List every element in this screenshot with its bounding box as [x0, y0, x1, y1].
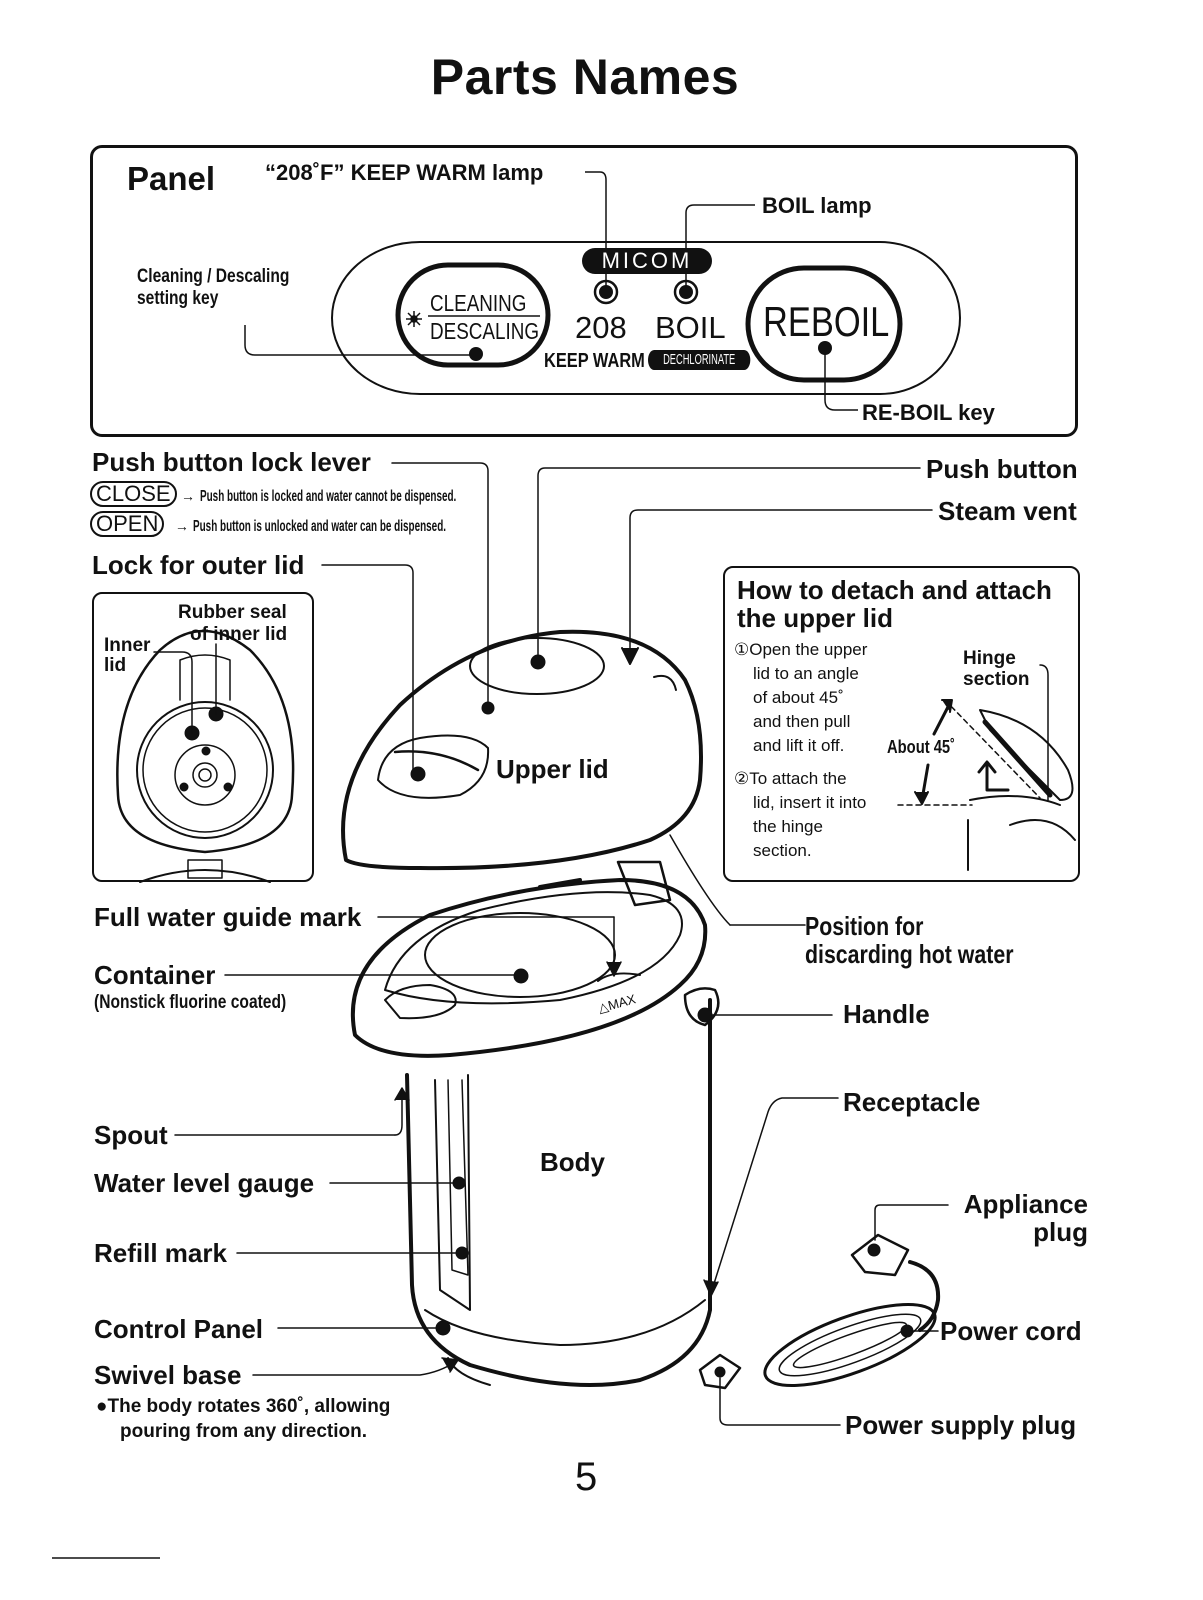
cleaning-key-label-line1: Cleaning / Descaling [137, 266, 290, 287]
steam-vent-label: Steam vent [938, 496, 1077, 526]
arrow-right-icon: → [174, 518, 189, 534]
cleaning-button-top[interactable]: CLEANING [430, 290, 527, 316]
step2-line: ②To attach the [734, 769, 847, 788]
close-state-pill: CLOSE [90, 481, 177, 507]
cleaning-key-label-line2: setting key [137, 288, 219, 309]
keep-warm-text: KEEP WARM [544, 350, 645, 372]
rubber-seal-line1: Rubber seal [178, 602, 287, 623]
dechlorinate-badge: DECHLORINATE [648, 350, 751, 370]
open-state-pill: OPEN [90, 511, 165, 537]
step1-line: and lift it off. [753, 736, 845, 755]
max-mark: △MAX [596, 991, 638, 1016]
arrow-right-icon: → [181, 488, 196, 504]
container-label: Container [94, 960, 216, 990]
angle-label: About 45˚ [887, 737, 956, 757]
close-state-description: Push button is locked and water cannot b… [199, 488, 456, 505]
step2-line: the hinge [753, 817, 823, 836]
detach-heading-line1: How to detach and attach [737, 575, 1052, 605]
appliance-plug-line1: Appliance [963, 1189, 1088, 1219]
rubber-seal-label: Rubber seal of inner lid [178, 602, 287, 646]
swivel-note-line2: pouring from any direction. [120, 1421, 368, 1442]
panel-section [90, 145, 1078, 437]
cleaning-button-bottom[interactable]: DESCALING [430, 318, 540, 344]
discard-position-line2: discarding hot water [805, 939, 1014, 969]
hinge-section-label: Hinge section [963, 648, 1030, 690]
keep-warm-temp: 208 [575, 310, 627, 345]
hinge-line2: section [963, 669, 1030, 690]
page-number: 5 [575, 1455, 598, 1499]
detach-step1: ①Open the upper lid to an angle of about… [734, 638, 867, 758]
lock-lever-label: Push button lock lever [92, 447, 371, 477]
inner-lid-line2: lid [104, 655, 127, 676]
handle-label: Handle [843, 999, 930, 1029]
full-water-guide-mark-label: Full water guide mark [94, 902, 362, 932]
page-title: Parts Names [430, 49, 740, 105]
keep-warm-lamp-label: “208˚F” KEEP WARM lamp [265, 160, 544, 185]
swivel-note-line1: ●The body rotates 360˚, allowing [96, 1396, 391, 1417]
hinge-line1: Hinge [963, 648, 1016, 669]
control-panel-label: Control Panel [94, 1314, 264, 1344]
inner-lid-label: Inner lid [104, 636, 150, 676]
container-note: (Nonstick fluorine coated) [94, 992, 287, 1013]
step1-line: of about 45˚ [753, 688, 844, 707]
power-cord-label: Power cord [940, 1316, 1082, 1346]
step2-line: section. [753, 841, 812, 860]
boil-text: BOIL [655, 310, 726, 345]
panel-heading: Panel [127, 160, 216, 197]
push-button-label: Push button [926, 454, 1078, 484]
discard-position-label: Position for discarding hot water [805, 912, 1013, 968]
appliance-plug-label: Appliance plug [930, 1190, 1088, 1246]
reboil-key-label: RE-BOIL key [862, 400, 995, 425]
rubber-seal-line2: of inner lid [190, 624, 288, 645]
refill-mark-label: Refill mark [94, 1238, 227, 1268]
step1-line: ①Open the upper [734, 640, 868, 659]
step2-line: lid, insert it into [753, 793, 867, 812]
discard-position-line1: Position for [805, 911, 924, 941]
upper-lid-label: Upper lid [496, 754, 609, 784]
detach-heading: How to detach and attach the upper lid [737, 576, 1052, 632]
open-state-description: Push button is unlocked and water can be… [193, 518, 447, 535]
cleaning-key-label: Cleaning / Descaling setting key [137, 266, 289, 310]
step1-line: and then pull [753, 712, 851, 731]
step1-line: lid to an angle [753, 664, 859, 683]
detach-heading-line2: the upper lid [737, 603, 893, 633]
micom-badge: MICOM [582, 248, 712, 274]
power-supply-plug-label: Power supply plug [845, 1410, 1077, 1440]
water-level-gauge-label: Water level gauge [94, 1168, 315, 1198]
body-label: Body [540, 1147, 605, 1177]
spout-label: Spout [94, 1120, 168, 1150]
swivel-base-label: Swivel base [94, 1360, 242, 1390]
boil-lamp-label: BOIL lamp [762, 193, 872, 218]
lock-outer-lid-label: Lock for outer lid [92, 550, 305, 580]
detach-step2: ②To attach the lid, insert it into the h… [734, 767, 866, 863]
lock-lever-open-row: OPEN → Push button is unlocked and water… [90, 511, 601, 537]
inner-lid-line1: Inner [104, 635, 151, 656]
lock-lever-close-row: CLOSE → Push button is locked and water … [90, 481, 613, 507]
receptacle-label: Receptacle [843, 1087, 981, 1117]
reboil-button[interactable]: REBOIL [763, 298, 890, 345]
appliance-plug-line2: plug [1033, 1217, 1088, 1247]
